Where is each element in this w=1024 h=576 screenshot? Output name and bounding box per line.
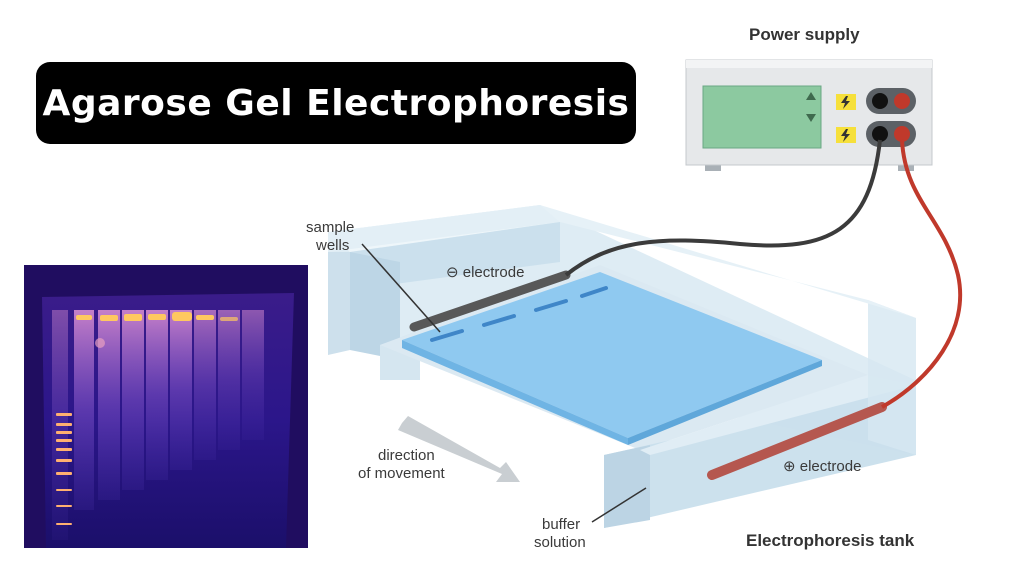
power-supply (685, 59, 933, 171)
arrow-down-icon (806, 114, 816, 122)
direction-arrow (398, 416, 520, 482)
arrow-up-icon (806, 92, 816, 100)
power-supply-label: Power supply (749, 25, 860, 44)
negative-electrode-label: ⊖ electrode (446, 264, 524, 281)
gel-lanes (52, 310, 264, 540)
positive-lead (881, 139, 963, 409)
positive-electrode-label: ⊕ electrode (783, 458, 861, 475)
buffer-label-2: solution (534, 534, 586, 551)
page-title: Agarose Gel Electrophoresis (42, 82, 630, 124)
negative-electrode (409, 270, 571, 332)
title-banner: Agarose Gel Electrophoresis (36, 62, 636, 144)
sample-wells-label-2: wells (315, 237, 349, 254)
tank-label: Electrophoresis tank (746, 531, 915, 550)
sample-wells (430, 286, 608, 342)
direction-label-2: of movement (358, 465, 446, 482)
buffer-label-1: buffer (542, 516, 580, 533)
ladder-bands (56, 413, 72, 525)
sample-wells-pointer (361, 243, 441, 333)
gel-photo (24, 265, 308, 548)
positive-electrode (707, 402, 887, 480)
agarose-gel (402, 272, 822, 438)
display-screen (702, 85, 822, 149)
gel-wells (76, 312, 238, 321)
negative-lead (564, 139, 882, 277)
direction-label-1: direction (378, 447, 435, 464)
sample-wells-label-1: sample (306, 219, 354, 236)
buffer-pointer (591, 487, 647, 523)
